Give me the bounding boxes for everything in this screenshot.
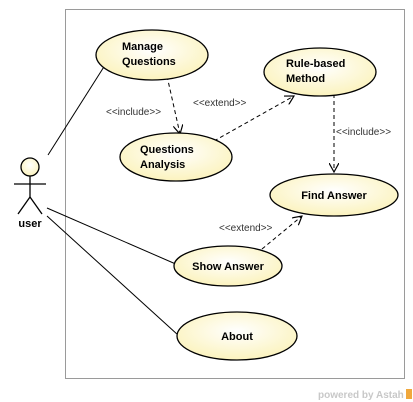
include-label-1: <<include>> [106,107,161,118]
actor-user[interactable]: user [14,157,46,230]
association-show [46,207,179,266]
usecase-questions-analysis[interactable]: Questions Analysis [119,132,233,182]
usecase-label: Method [286,73,325,85]
include-arrow-1 [166,75,180,134]
usecase-label: Rule-based [286,58,345,70]
usecase-label: Find Answer [301,190,367,202]
usecase-show-answer[interactable]: Show Answer [173,245,283,287]
usecase-label: Questions [140,144,194,156]
powered-by-astah: powered by Astah [318,390,404,401]
usecase-rule-based-method[interactable]: Rule-based Method [263,47,377,97]
usecase-label: Analysis [140,159,185,171]
extend-label-1: <<extend>> [193,98,247,109]
usecase-label: About [221,331,253,343]
include-label-2: <<include>> [336,127,391,138]
usecase-label: Manage [122,41,163,53]
astah-logo-mark [406,389,412,399]
extend-arrow-1 [213,96,294,142]
extend-label-2: <<extend>> [219,223,273,234]
footer-prefix: powered by Astah [318,390,404,401]
association-manage [47,61,108,156]
usecase-manage-questions[interactable]: Manage Questions [95,29,209,81]
extend-arrow-2 [261,216,302,250]
usecase-label: Questions [122,56,176,68]
usecase-label: Show Answer [192,261,264,273]
usecase-find-answer[interactable]: Find Answer [269,173,399,217]
actor-label: user [18,218,42,230]
usecase-about[interactable]: About [176,311,298,361]
actor-head [20,157,40,177]
association-about [46,215,179,336]
